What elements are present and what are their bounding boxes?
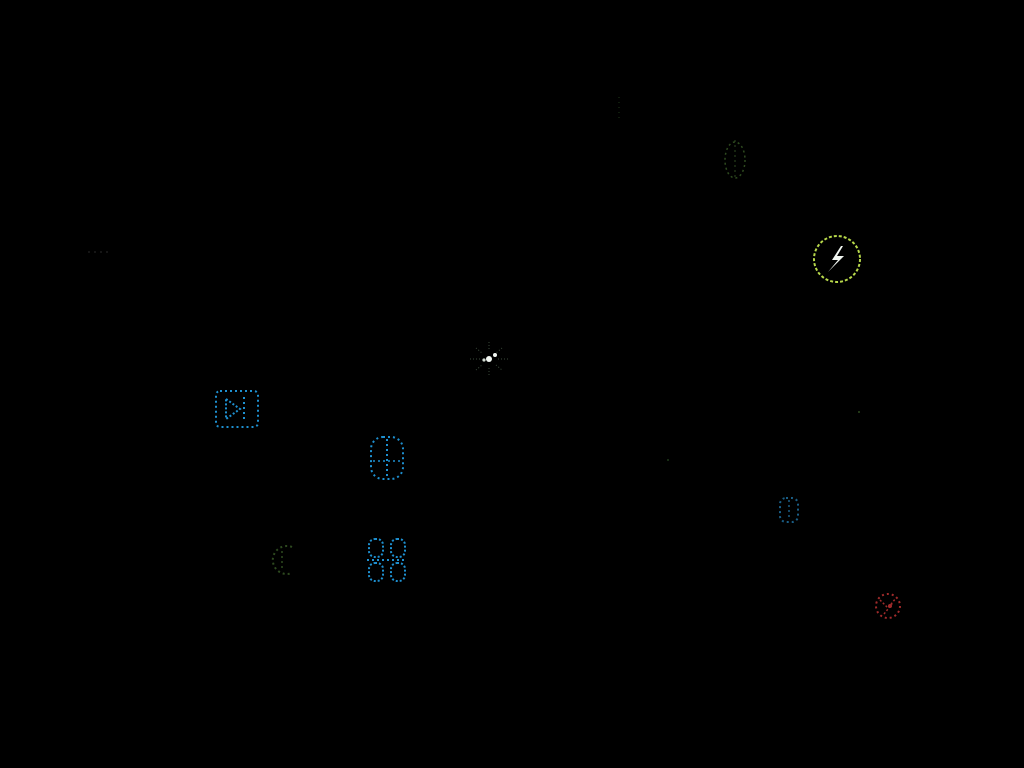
blue-capsule-glyph-enemy-icon[interactable]: [365, 433, 409, 485]
player-ship-icon[interactable]: [462, 336, 516, 382]
dim-beetle-enemy-icon: [724, 140, 746, 180]
blue-box-glyph-enemy-icon[interactable]: [210, 385, 264, 433]
dim-c-glyph-enemy-icon[interactable]: [262, 537, 304, 583]
distant-speck-icon: [618, 97, 620, 121]
lightning-orb-pickup-icon[interactable]: [810, 232, 864, 286]
distant-speck-icon: [667, 459, 669, 461]
distant-speck-icon: [858, 411, 860, 413]
distant-speck-icon: [88, 251, 112, 253]
blue-cross-glyph-enemy-icon[interactable]: [363, 535, 411, 585]
dim-blue-glyph-enemy-icon[interactable]: [773, 492, 807, 530]
red-blob-enemy-icon[interactable]: [866, 586, 910, 626]
